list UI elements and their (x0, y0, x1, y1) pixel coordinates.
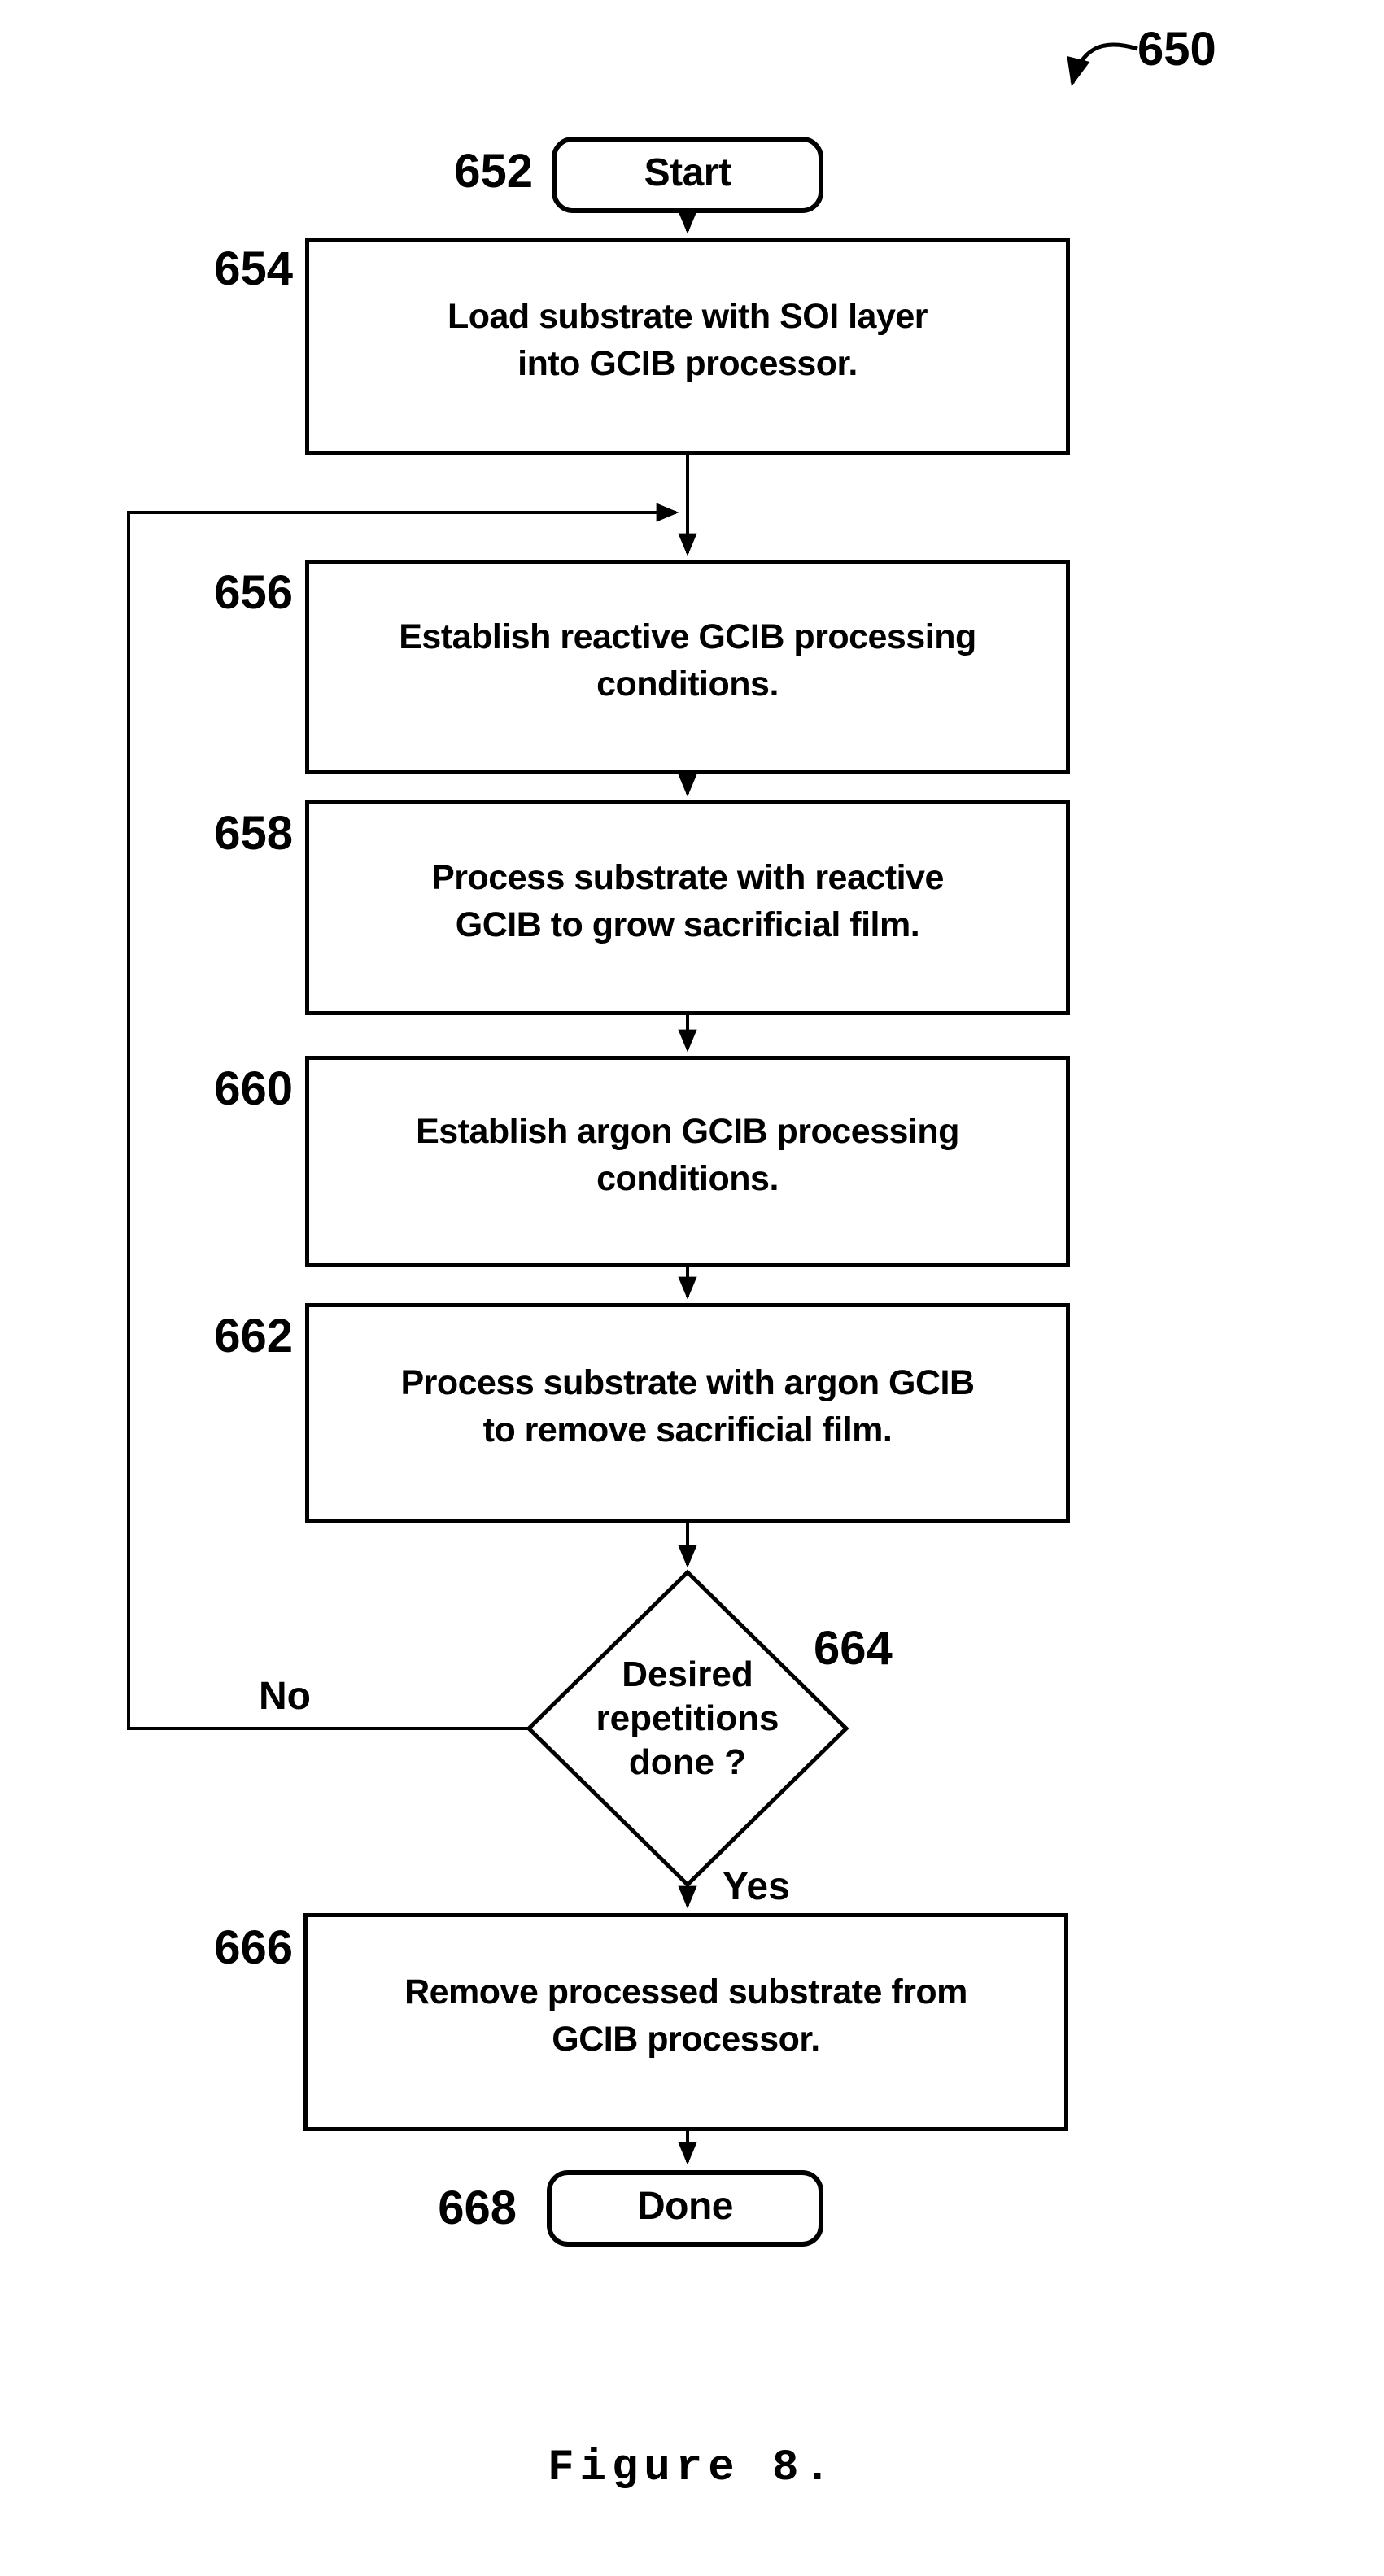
edge-label-yes: Yes (723, 1865, 790, 1908)
ref-label-662: 662 (214, 1310, 293, 1362)
ref-label-658: 658 (214, 807, 293, 860)
decision-664-line-3: done ? (628, 1742, 747, 1782)
flowchart-step-establish-reactive-gcib: Establish reactive GCIB processing condi… (305, 560, 1070, 774)
step-666-line-1: Remove processed substrate from (404, 1972, 967, 2012)
ref-label-656: 656 (214, 566, 293, 619)
step-666-line-2: GCIB processor. (552, 2020, 820, 2059)
step-662-line-1: Process substrate with argon GCIB (400, 1363, 975, 1402)
flowchart-terminal-done: Done (547, 2170, 823, 2247)
step-656-line-1: Establish reactive GCIB processing (399, 617, 976, 656)
step-654-line-1: Load substrate with SOI layer (447, 297, 928, 336)
decision-diamond-664 (526, 1569, 849, 1888)
edge-no-loop (127, 503, 679, 1730)
flowchart-step-remove-substrate: Remove processed substrate from GCIB pro… (303, 1913, 1068, 2131)
ref-label-668: 668 (438, 2182, 517, 2234)
step-656-line-2: conditions. (596, 665, 779, 704)
step-658-line-1: Process substrate with reactive (431, 858, 944, 897)
start-label: Start (644, 151, 731, 194)
edge-label-no: No (259, 1675, 311, 1718)
ref-label-650: 650 (1137, 23, 1216, 76)
figure-caption: Figure 8. (548, 2443, 836, 2493)
flowchart-step-process-argon-gcib: Process substrate with argon GCIB to rem… (305, 1303, 1070, 1523)
ref-label-666: 666 (214, 1921, 293, 1974)
ref-label-660: 660 (214, 1062, 293, 1115)
flowchart-step-process-reactive-gcib: Process substrate with reactive GCIB to … (305, 800, 1070, 1015)
decision-664-line-1: Desired (622, 1654, 753, 1694)
step-658-line-2: GCIB to grow sacrificial film. (455, 905, 920, 944)
decision-664-line-2: repetitions (596, 1698, 779, 1738)
flowchart-step-load-substrate: Load substrate with SOI layer into GCIB … (305, 238, 1070, 455)
ref-label-654: 654 (214, 242, 293, 295)
ref-label-652: 652 (454, 145, 533, 198)
ref-label-664: 664 (814, 1622, 893, 1675)
done-label: Done (637, 2185, 734, 2228)
step-662-line-2: to remove sacrificial film. (482, 1410, 893, 1449)
step-660-line-1: Establish argon GCIB processing (416, 1112, 959, 1151)
figure-ref-arrow (1067, 42, 1138, 87)
step-654-line-2: into GCIB processor. (517, 344, 858, 383)
flowchart-terminal-start: Start (552, 137, 823, 213)
flowchart-step-establish-argon-gcib: Establish argon GCIB processing conditio… (305, 1056, 1070, 1267)
step-660-line-2: conditions. (596, 1159, 779, 1198)
decision-664-text: Desired repetitions done ? (541, 1653, 834, 1785)
